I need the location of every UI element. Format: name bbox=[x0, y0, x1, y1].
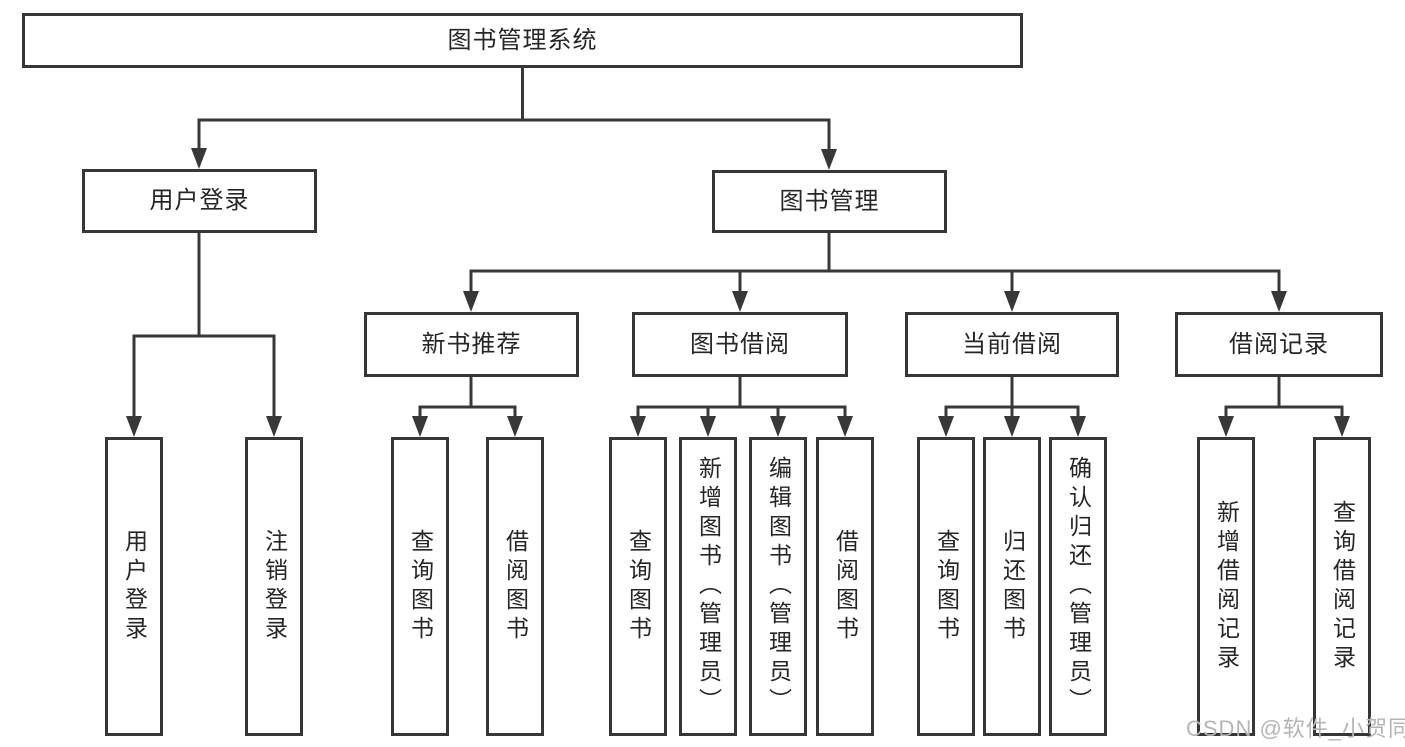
leaf-borrow-books-borrowing: 借阅图书 bbox=[816, 437, 874, 736]
node-book-borrowing: 图书借阅 bbox=[632, 312, 848, 377]
node-user-login: 用户登录 bbox=[82, 169, 317, 233]
leaf-add-borrow-record: 新增借阅记录 bbox=[1197, 437, 1255, 736]
leaf-edit-books-admin: 编辑图书（管理员） bbox=[749, 437, 807, 736]
leaf-query-books-current: 查询图书 bbox=[917, 437, 975, 736]
node-library-management-system: 图书管理系统 bbox=[22, 13, 1023, 68]
leaf-borrow-books-recommend: 借阅图书 bbox=[486, 437, 544, 736]
node-current-borrowing: 当前借阅 bbox=[905, 312, 1119, 377]
leaf-return-books: 归还图书 bbox=[983, 437, 1041, 736]
leaf-query-borrow-record: 查询借阅记录 bbox=[1313, 437, 1371, 736]
leaf-confirm-return-admin: 确认归还（管理员） bbox=[1049, 437, 1107, 736]
leaf-logout: 注销登录 bbox=[245, 437, 303, 736]
node-book-management: 图书管理 bbox=[712, 170, 947, 233]
node-borrowing-record: 借阅记录 bbox=[1175, 312, 1383, 377]
leaf-add-books-admin: 新增图书（管理员） bbox=[679, 437, 737, 736]
node-new-book-recommendation: 新书推荐 bbox=[364, 312, 579, 377]
leaf-user-login: 用户登录 bbox=[105, 437, 163, 736]
leaf-query-books-borrowing: 查询图书 bbox=[609, 437, 667, 736]
leaf-query-books-recommend: 查询图书 bbox=[391, 437, 449, 736]
csdn-watermark: CSDN @软件_小贺同学 bbox=[1186, 716, 1405, 741]
